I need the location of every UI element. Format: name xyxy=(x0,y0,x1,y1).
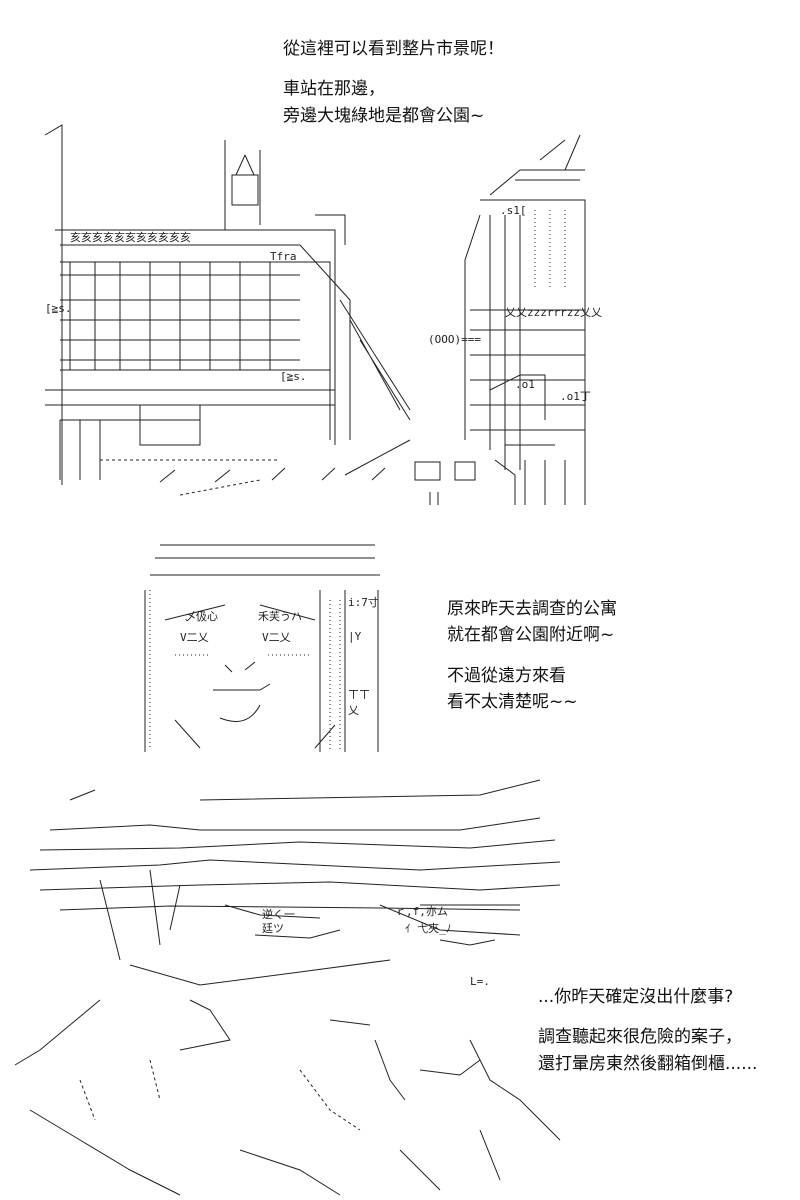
panel2-line2: 就在都會公園附近啊~ xyxy=(447,625,615,646)
svg-text:Tfra: Tfra xyxy=(270,250,297,263)
right-buildings: .s1[ 乂乂zzzrrrzz乂乂 (OOO)=== .o1 .o1丁 xyxy=(428,134,602,505)
road-markings xyxy=(159,439,476,505)
panel3-line2: 調查聽起來很危險的案子， xyxy=(538,1027,742,1048)
svg-text:乂乂zzzrrrzz乂乂: 乂乂zzzrrrzz乂乂 xyxy=(505,306,602,319)
panel1-line2: 車站在那邊， xyxy=(283,79,385,100)
svg-text:[≧s.: [≧s. xyxy=(45,302,72,315)
svg-text:.s1[: .s1[ xyxy=(500,204,527,217)
panel3-line1: ...你昨天確定沒出什麼事? xyxy=(538,987,734,1007)
panel1-line3: 旁邊大塊綠地是都會公園~ xyxy=(283,105,485,126)
panel2-line1: 原來昨天去調查的公寓 xyxy=(447,599,617,619)
panel3-dialogue: ...你昨天確定沒出什麼事? 調查聽起來很危險的案子， 還打暈房東然後翻箱倒櫃.… xyxy=(538,984,757,1077)
panel2-line4: 看不太清楚呢~~ xyxy=(447,692,578,713)
panel2-dialogue: 原來昨天去調查的公寓 就在都會公園附近啊~ 不過從遠方來看 看不太清楚呢~~ xyxy=(447,596,617,715)
svg-text:(OOO)===: (OOO)=== xyxy=(428,333,481,346)
panel1-line1: 從這裡可以看到整片市景呢！ xyxy=(283,39,504,59)
svg-text:.o1: .o1 xyxy=(515,378,535,391)
svg-text:亥亥亥亥亥亥亥亥亥亥亥: 亥亥亥亥亥亥亥亥亥亥亥 xyxy=(70,230,191,244)
svg-text:.o1丁: .o1丁 xyxy=(560,390,591,403)
panel3-line3: 還打暈房東然後翻箱倒櫃...... xyxy=(538,1053,758,1074)
svg-text:[≧s.: [≧s. xyxy=(280,370,307,383)
panel2-line3: 不過從遠方來看 xyxy=(447,665,566,686)
panel1-dialogue: 從這裡可以看到整片市景呢！ 車站在那邊， 旁邊大塊綠地是都會公園~ xyxy=(283,36,504,129)
left-buildings: 亥亥亥亥亥亥亥亥亥亥亥 Tfra [≧s. [≧s. xyxy=(44,124,411,496)
